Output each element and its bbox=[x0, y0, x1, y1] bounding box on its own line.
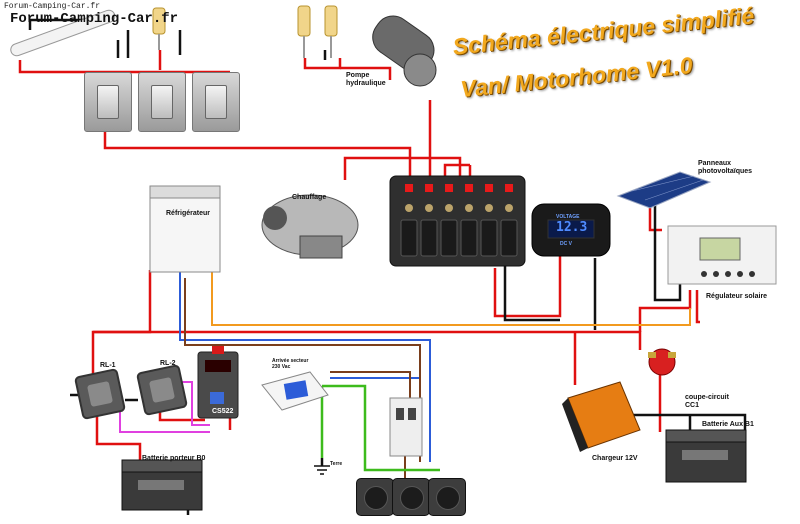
label-arrivee: Arrivée secteur 230 Vac bbox=[272, 358, 309, 370]
wall-switch-3 bbox=[192, 72, 240, 132]
voltmeter-reading: 12.3 bbox=[556, 220, 588, 235]
relay-rl2 bbox=[135, 363, 189, 417]
label-cs522: CS522 bbox=[212, 408, 234, 415]
heater bbox=[261, 194, 359, 259]
cutoff-switch bbox=[648, 348, 676, 376]
label-coupe-circuit: coupe-circuit CC1 bbox=[685, 394, 729, 409]
battery-b0 bbox=[121, 459, 203, 511]
negative-wires bbox=[28, 18, 747, 515]
orange-wires bbox=[211, 258, 691, 326]
power-outlet-1 bbox=[356, 478, 394, 516]
label-regulateur: Régulateur solaire bbox=[706, 293, 768, 300]
wire-to-cc1 bbox=[560, 330, 642, 350]
earth-symbol bbox=[314, 465, 330, 475]
label-chauffage: Chauffage bbox=[292, 194, 327, 201]
voltmeter-units: DC V bbox=[560, 241, 572, 247]
label-terre: Terre bbox=[330, 461, 343, 467]
power-outlet-2 bbox=[392, 478, 430, 516]
earth-wires bbox=[320, 384, 440, 472]
label-refrigerateur: Réfrigérateur bbox=[166, 210, 210, 217]
circuit-breaker bbox=[389, 397, 423, 457]
wall-switch-1 bbox=[84, 72, 132, 132]
voltmeter-title: VOLTAGE bbox=[556, 214, 580, 220]
charger bbox=[562, 381, 641, 452]
wire-neutral bbox=[179, 270, 431, 462]
solar-regulator bbox=[667, 225, 777, 285]
mains-inlet bbox=[261, 371, 329, 411]
watermark-small: Forum-Camping-Car.fr bbox=[4, 2, 101, 11]
solar-panel bbox=[616, 171, 712, 209]
voltmeter bbox=[531, 203, 611, 257]
label-batterie-porteur: Batterie porteur B0 bbox=[142, 455, 206, 462]
g4-bulbs bbox=[152, 5, 338, 58]
label-panneaux: Panneaux photovoltaïques bbox=[698, 160, 753, 175]
label-chargeur: Chargeur 12V bbox=[592, 455, 638, 462]
cs522-module bbox=[197, 346, 239, 419]
wire-light-top bbox=[18, 60, 122, 74]
label-batterie-aux: Batterie Aux B1 bbox=[702, 421, 754, 428]
label-pompe: Pompe hydraulique bbox=[346, 72, 386, 87]
label-rl1: RL-1 bbox=[100, 362, 116, 369]
label-rl2: RL-2 bbox=[160, 360, 176, 367]
pump bbox=[372, 15, 437, 87]
led-light-bar bbox=[10, 9, 116, 57]
rocker-switch-panel bbox=[389, 175, 526, 267]
power-outlet-3 bbox=[428, 478, 466, 516]
wall-switch-2 bbox=[138, 72, 186, 132]
battery-b1 bbox=[665, 429, 747, 483]
fridge bbox=[149, 185, 221, 273]
wire-voltmeter bbox=[493, 232, 562, 318]
watermark-large: Forum-Camping-Car.fr bbox=[10, 11, 179, 27]
relay-rl1 bbox=[73, 367, 127, 421]
